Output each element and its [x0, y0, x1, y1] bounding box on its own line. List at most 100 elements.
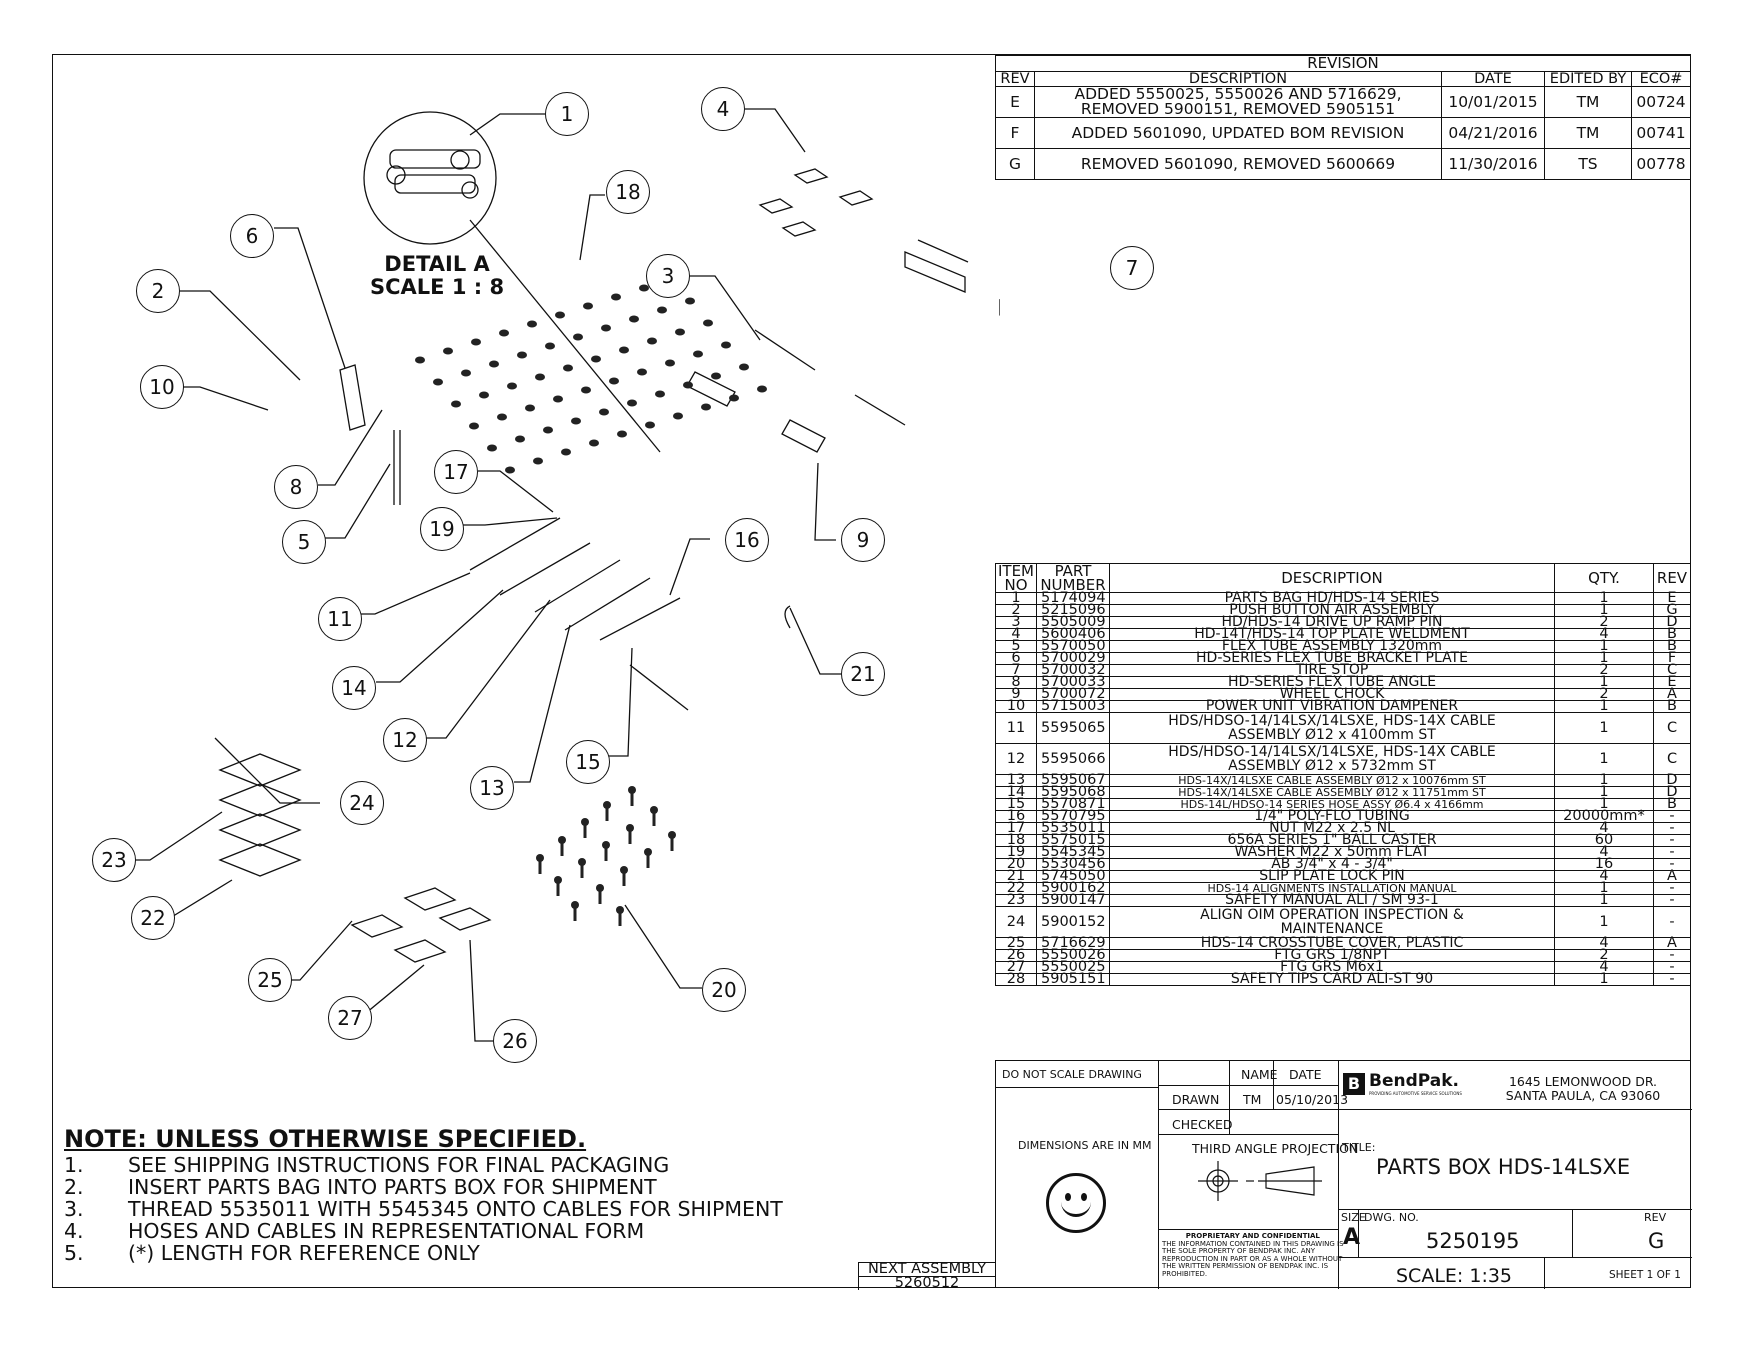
bom-desc-cell: ALIGN OIM OPERATION INSPECTION &MAINTENA… — [1109, 906, 1555, 938]
drawn-label: DRAWN — [1172, 1092, 1220, 1107]
bom-rev-cell: B — [1653, 699, 1691, 713]
ball-caster-mark — [553, 395, 563, 403]
rev-eco-cell: 00778 — [1631, 148, 1691, 180]
ball-caster-mark — [703, 319, 713, 327]
balloon-8: 8 — [274, 465, 318, 509]
drawn-name: TM — [1243, 1092, 1262, 1107]
note-number: 2. — [64, 1175, 84, 1199]
rev-by-cell: TS — [1544, 148, 1632, 180]
next-assembly-label: NEXT ASSEMBLY — [858, 1262, 995, 1277]
ball-caster-mark — [629, 315, 639, 323]
bom-rev-cell: A — [1653, 936, 1691, 950]
ball-caster-mark — [599, 408, 609, 416]
ball-caster-mark — [499, 329, 509, 337]
revision-row: G REMOVED 5601090, REMOVED 5600669 11/30… — [995, 148, 1691, 180]
bom-part-cell: 5595068 — [1036, 785, 1110, 799]
balloon-19: 19 — [420, 507, 464, 551]
smiley-icon — [1046, 1173, 1106, 1233]
bom-item-cell: 16 — [995, 809, 1037, 823]
ball-caster-mark — [527, 320, 537, 328]
notes-section: NOTE: UNLESS OTHERWISE SPECIFIED. 1.SEE … — [64, 1127, 783, 1264]
ball-caster-mark — [573, 333, 583, 341]
bom-rev-cell: C — [1653, 743, 1691, 775]
bom-item-cell: 23 — [995, 893, 1037, 907]
balloon-4: 4 — [701, 87, 745, 131]
bom-desc-line: FTG GRS 1/8NPT — [1274, 947, 1390, 963]
proprietary-line: PROHIBITED. — [1162, 1269, 1208, 1278]
rev-cell: G — [995, 148, 1035, 180]
ball-caster-mark — [729, 394, 739, 402]
ball-caster-mark — [739, 363, 749, 371]
anchor-bolt-mark — [650, 806, 658, 826]
ball-caster-mark — [415, 356, 425, 364]
note-text: HOSES AND CABLES IN REPRESENTATIONAL FOR… — [128, 1219, 645, 1243]
address-line: 1645 LEMONWOOD DR. — [1508, 1074, 1658, 1089]
rev-by-cell: TM — [1544, 117, 1632, 149]
rev-date-cell: 04/21/2016 — [1441, 117, 1545, 149]
bom-part-cell: 5900147 — [1036, 893, 1110, 907]
rev-desc-line: ADDED 5550025, 5550026 AND 5716629, — [1074, 85, 1402, 103]
address-line: SANTA PAULA, CA 93060 — [1505, 1088, 1661, 1103]
bom-desc-line: NUT M22 x 2.5 NL — [1269, 820, 1395, 836]
note-text: SEE SHIPPING INSTRUCTIONS FOR FINAL PACK… — [128, 1153, 670, 1177]
balloon-5: 5 — [282, 520, 326, 564]
projection-label: THIRD ANGLE PROJECTION — [1192, 1141, 1359, 1156]
name-header: NAME — [1241, 1067, 1278, 1082]
bom-desc-line: HDS-14 CROSSTUBE COVER, PLASTIC — [1200, 935, 1464, 951]
ball-caster-mark — [517, 351, 527, 359]
proprietary-title: PROPRIETARY AND CONFIDENTIAL — [1185, 1232, 1320, 1240]
note-item: 5.(*) LENGTH FOR REFERENCE ONLY — [64, 1242, 783, 1264]
bom-desc-cell: 1/4" POLY-FLO TUBING — [1109, 809, 1555, 823]
ball-caster-mark — [665, 359, 675, 367]
bom-part-cell: 5595066 — [1036, 743, 1110, 775]
bom-desc-line: 656A SERIES 1" BALL CASTER — [1227, 832, 1437, 848]
bom-desc-cell: SAFETY MANUAL ALI / SM 93-1 — [1109, 893, 1555, 907]
third-angle-projection-icon — [1198, 1161, 1322, 1201]
bom-qty-cell: 1 — [1554, 972, 1654, 986]
rev-cell: E — [995, 86, 1035, 118]
balloon-11: 11 — [318, 597, 362, 641]
ball-caster-mark — [721, 341, 731, 349]
bom-part-cell: 5900152 — [1036, 906, 1110, 938]
ball-caster-mark — [571, 417, 581, 425]
ball-caster-mark — [543, 426, 553, 434]
note-number: 1. — [64, 1153, 84, 1177]
note-item: 2.INSERT PARTS BAG INTO PARTS BOX FOR SH… — [64, 1176, 783, 1198]
bom-rev-cell: - — [1653, 893, 1691, 907]
anchor-bolt-mark — [628, 786, 636, 806]
anchor-bolt-mark — [620, 866, 628, 886]
bom-qty-cell: 1 — [1554, 712, 1654, 744]
bom-desc-line: AB 3/4" x 4 - 3/4" — [1271, 856, 1393, 872]
bom-part-cell: 5716629 — [1036, 936, 1110, 950]
bom-desc-line: PARTS BAG HD/HDS-14 SERIES — [1224, 590, 1440, 606]
balloon-15: 15 — [566, 740, 610, 784]
balloon-16: 16 — [725, 518, 769, 562]
ball-caster-mark — [683, 381, 693, 389]
ball-caster-mark — [505, 466, 515, 474]
bom-desc-line: PUSH BUTTON AIR ASSEMBLY — [1229, 602, 1435, 618]
detail-a-title: DETAIL A — [384, 252, 490, 276]
scale-value: SCALE: 1:35 — [1396, 1265, 1513, 1287]
checked-label: CHECKED — [1172, 1117, 1233, 1132]
ball-caster-mark — [515, 435, 525, 443]
edited-by-header: EDITED BY — [1544, 71, 1632, 87]
bom-desc-line: WHEEL CHOCK — [1279, 686, 1385, 702]
anchor-bolt-mark — [596, 884, 604, 904]
ball-caster-mark — [489, 360, 499, 368]
ball-caster-mark — [545, 342, 555, 350]
rev-label: REV — [1644, 1211, 1667, 1224]
bom-part-cell: 5595065 — [1036, 712, 1110, 744]
anchor-bolt-mark — [616, 906, 624, 926]
balloon-7: 7 — [1110, 246, 1154, 290]
bom-desc-cell: WHEEL CHOCK — [1109, 686, 1555, 702]
drawing-border — [52, 54, 1691, 1288]
